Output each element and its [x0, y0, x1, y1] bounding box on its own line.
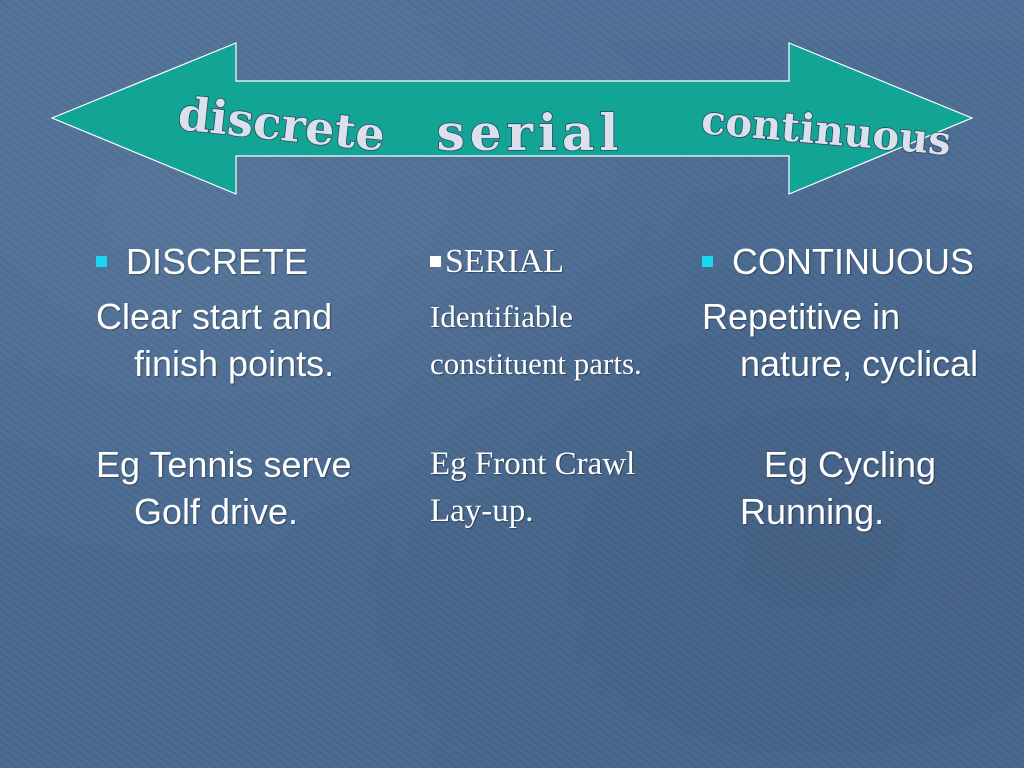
continuous-examples: Eg Cycling Running.: [740, 444, 937, 532]
serial-heading: SERIAL: [430, 238, 720, 285]
serial-heading-text: SERIAL: [445, 243, 564, 280]
discrete-heading: DISCRETE: [96, 238, 396, 285]
serial-definition-line2: constituent parts.: [430, 346, 642, 381]
continuous-column: CONTINUOUS Repetitive in nature, cyclica…: [702, 238, 1018, 535]
serial-column: SERIAL Identifiable constituent parts. E…: [430, 238, 720, 535]
discrete-examples: Eg Tennis serve Golf drive.: [96, 444, 352, 532]
arrow-label-serial: serial: [437, 103, 624, 162]
serial-definition-line1: Identifiable: [430, 299, 573, 334]
square-bullet-icon: [96, 256, 107, 267]
continuous-heading-text: CONTINUOUS: [732, 241, 974, 282]
serial-examples: Eg Front Crawl Lay-up.: [430, 441, 720, 535]
serial-example-line2: Lay-up.: [430, 493, 534, 529]
double-headed-arrow: discrete serial continuous: [50, 42, 974, 195]
square-bullet-icon: [430, 256, 441, 267]
square-bullet-icon: [702, 256, 713, 267]
arrow-shape: [50, 42, 974, 195]
discrete-heading-text: DISCRETE: [126, 241, 309, 282]
discrete-column: DISCRETE Clear start and finish points. …: [96, 238, 396, 535]
continuous-definition: Repetitive in nature, cyclical: [702, 296, 979, 384]
discrete-definition: Clear start and finish points.: [96, 296, 335, 384]
serial-example-line1: Eg Front Crawl: [430, 446, 636, 482]
continuous-heading: CONTINUOUS: [702, 238, 1018, 285]
serial-definition: Identifiable constituent parts.: [430, 293, 720, 387]
